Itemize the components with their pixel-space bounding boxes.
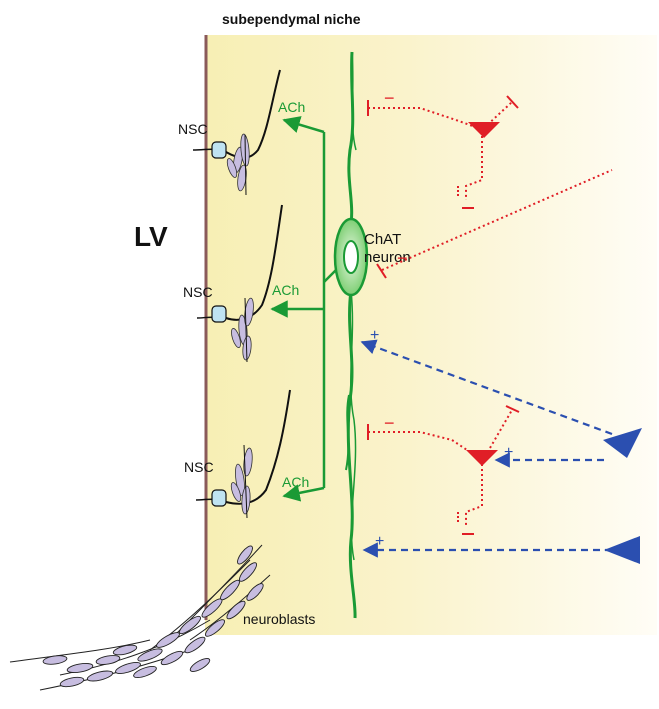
- ach-label-bottom: ACh: [282, 474, 309, 490]
- neuroblast: [231, 328, 241, 348]
- excitatory-sign-upper: +: [370, 327, 379, 344]
- inhibitory-sign-bottom: −: [384, 413, 395, 433]
- inhibitory-terminals-top: [367, 95, 519, 209]
- excitatory-sign-lower: +: [375, 533, 384, 550]
- inhibitory-interneuron-middle: [381, 169, 613, 271]
- nsc-label-middle: NSC: [183, 284, 213, 300]
- nsc-cluster-bottom: NSC: [184, 389, 291, 519]
- neuron-label-line2: neuron: [364, 249, 411, 266]
- excitatory-sign-interneuron: +: [504, 444, 513, 461]
- nsc-label-bottom: NSC: [184, 459, 214, 475]
- chat-neuron-nucleus: [343, 240, 359, 274]
- chat-neuron: [270, 51, 357, 619]
- niche-region: [205, 35, 657, 635]
- neuroblast: [226, 158, 238, 178]
- nsc-cluster-middle: NSC: [183, 204, 283, 363]
- inhibitory-terminals-bottom: [367, 405, 520, 535]
- inhibitory-interneuron-bottom: [368, 409, 513, 526]
- ach-label-middle: ACh: [272, 282, 299, 298]
- ach-label-top: ACh: [278, 99, 305, 115]
- nsc-cluster-top: NSC: [178, 69, 281, 196]
- inhibitory-neuron-soma-bottom: [466, 450, 498, 466]
- nsc-cell: [211, 489, 227, 507]
- inhibitory-neuron-soma-top: [468, 122, 500, 138]
- excitatory-projection-upper: [360, 339, 613, 436]
- inhibitory-terminal-middle: [376, 263, 387, 279]
- neuroblast-stream: [9, 544, 271, 691]
- excitatory-neuron-soma-lower: [604, 536, 640, 564]
- diagram-title: subependymal niche: [222, 11, 361, 27]
- inhibitory-sign-top: −: [384, 88, 395, 108]
- nsc-cell: [211, 141, 227, 159]
- nsc-label-top: NSC: [178, 121, 208, 137]
- nsc-cell: [211, 305, 227, 323]
- neuroblast: [243, 447, 253, 477]
- neuroblast: [230, 482, 242, 502]
- inhibitory-sign-middle: −: [397, 248, 408, 268]
- neuron-label-line1: ChAT: [364, 231, 401, 248]
- ventricle-label: LV: [134, 221, 168, 252]
- neuroblasts-label: neuroblasts: [243, 611, 315, 627]
- excitatory-neuron-soma-upper: [603, 428, 642, 458]
